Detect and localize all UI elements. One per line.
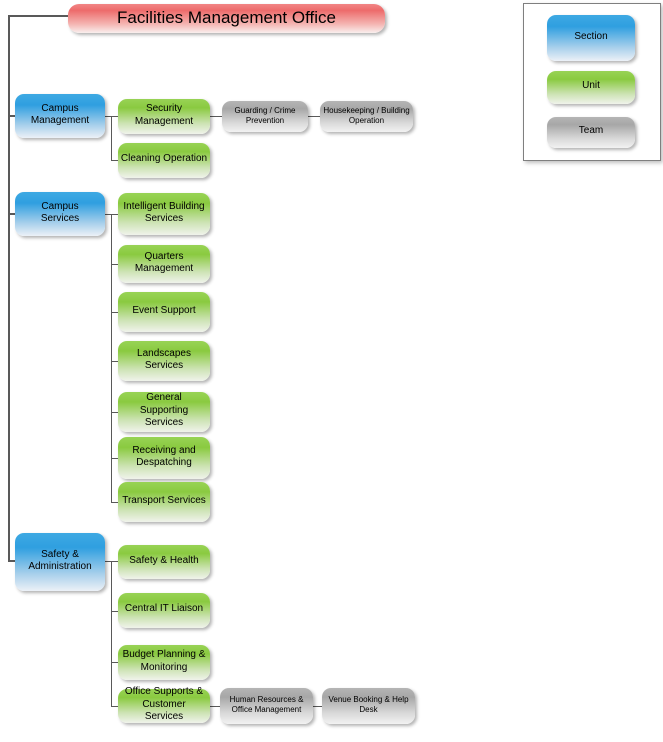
- connector-cs-landscapes: [111, 361, 118, 362]
- connector-cs-event: [111, 312, 118, 313]
- unit-cleaning-operation: Cleaning Operation: [118, 143, 210, 178]
- legend-box: Section Unit Team: [523, 3, 661, 161]
- connector-cs-transport: [111, 502, 118, 503]
- connector-guarding-housekeeping: [308, 116, 320, 117]
- legend-section-swatch: Section: [547, 15, 635, 61]
- connector-stub-safety-administration: [8, 560, 16, 562]
- unit-transport-services: Transport Services: [118, 482, 210, 522]
- unit-quarters-management: Quarters Management: [118, 245, 210, 283]
- connector-stub-campus-services: [8, 213, 16, 215]
- connector-hr-venue: [313, 706, 322, 707]
- unit-general-supporting-services: General Supporting Services: [118, 392, 210, 432]
- unit-central-it-liaison: Central IT Liaison: [118, 593, 210, 628]
- unit-budget-planning-monitoring: Budget Planning & Monitoring: [118, 645, 210, 680]
- connector-sa-budget: [111, 662, 118, 663]
- connector-sa-centralit: [111, 611, 118, 612]
- section-campus-management: Campus Management: [15, 94, 105, 138]
- team-guarding-crime-prevention: Guarding / Crime Prevention: [222, 101, 308, 132]
- connector-cs-quarters: [111, 264, 118, 265]
- connector-cs-trunk: [111, 214, 112, 503]
- legend-team-swatch: Team: [547, 117, 635, 148]
- unit-landscapes-services: Landscapes Services: [118, 341, 210, 381]
- team-housekeeping-building-operation: Housekeeping / Building Operation: [320, 101, 413, 132]
- team-human-resources-office-management: Human Resources & Office Management: [220, 688, 313, 724]
- team-venue-booking-help-desk: Venue Booking & Help Desk: [322, 688, 415, 724]
- connector-cm-cleaning: [111, 160, 118, 161]
- connector-officesupports-hr: [210, 706, 220, 707]
- section-campus-services: Campus Services: [15, 192, 105, 236]
- connector-stub-campus-management: [8, 115, 16, 117]
- connector-cs-general: [111, 412, 118, 413]
- unit-safety-health: Safety & Health: [118, 545, 210, 579]
- section-safety-administration: Safety & Administration: [15, 533, 105, 591]
- connector-security-guarding: [210, 116, 222, 117]
- unit-intelligent-building-services: Intelligent Building Services: [118, 193, 210, 235]
- legend-unit-swatch: Unit: [547, 71, 635, 104]
- org-root-title: Facilities Management Office: [68, 4, 385, 33]
- unit-security-management: Security Management: [118, 99, 210, 134]
- connector-cm-trunk: [111, 116, 112, 161]
- connector-cs-receiving: [111, 458, 118, 459]
- connector-sa-officesupports: [111, 706, 118, 707]
- unit-office-supports-customer-services: Office Supports & Customer Services: [118, 686, 210, 723]
- connector-main-trunk: [8, 15, 10, 562]
- connector-root: [8, 15, 68, 17]
- unit-receiving-and-despatching: Receiving and Despatching: [118, 437, 210, 479]
- connector-sa-trunk: [111, 561, 112, 707]
- unit-event-support: Event Support: [118, 292, 210, 332]
